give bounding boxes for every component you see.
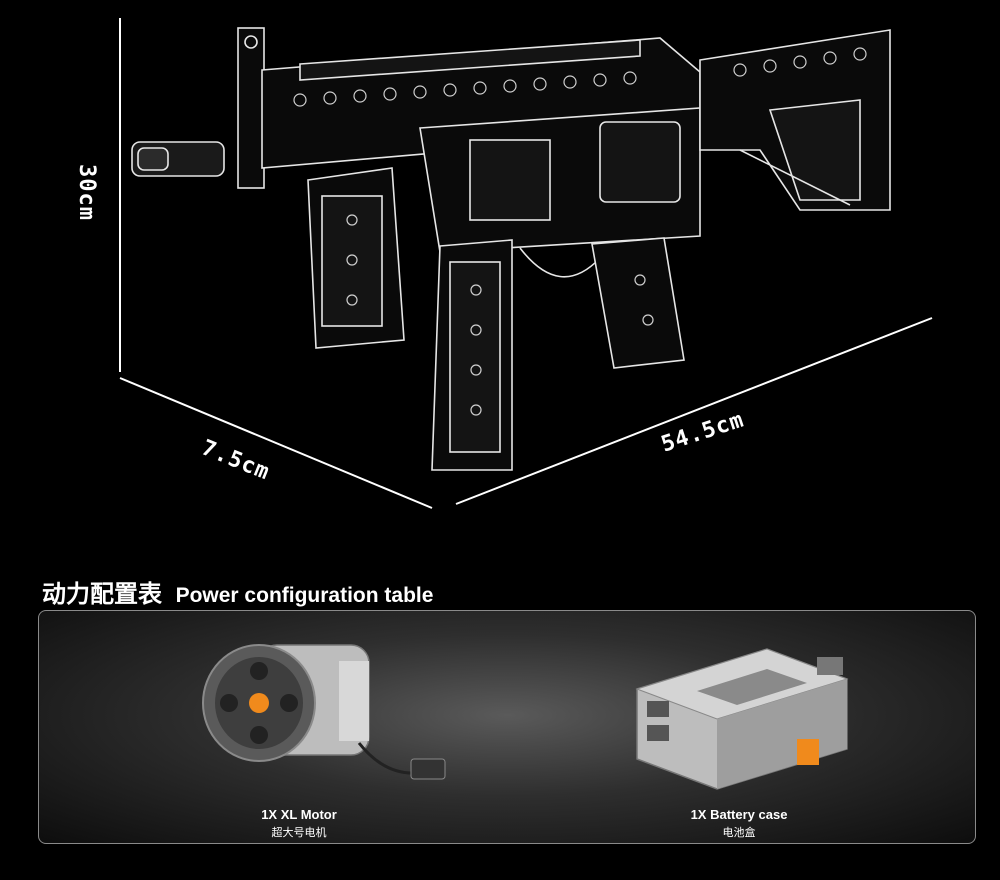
dimension-lines xyxy=(119,18,933,509)
power-switch-icon xyxy=(797,739,819,765)
xl-motor-item: 1X XL Motor 超大号电机 xyxy=(219,807,379,840)
xl-motor-label: 1X XL Motor xyxy=(261,807,337,822)
power-config-panel: 1X XL Motor 超大号电机 1X Battery case 电池盒 xyxy=(38,610,976,844)
battery-case-label: 1X Battery case xyxy=(690,807,788,822)
section-title-en: Power configuration table xyxy=(175,584,434,607)
battery-case-image xyxy=(635,648,849,790)
battery-case-label-cn: 电池盒 xyxy=(722,827,756,839)
gun-model xyxy=(131,27,891,471)
xl-motor-label-cn: 超大号电机 xyxy=(271,827,327,839)
xl-motor-image xyxy=(202,644,446,780)
stud-pattern xyxy=(293,47,867,416)
section-title: 动力配置表 Power configuration table xyxy=(42,574,433,609)
axle-hole-icon xyxy=(249,693,269,713)
height-dimension-label: 30cm xyxy=(73,164,99,221)
model-illustration xyxy=(119,18,933,509)
section-title-cn: 动力配置表 xyxy=(42,580,162,608)
battery-case-item: 1X Battery case 电池盒 xyxy=(659,807,819,840)
